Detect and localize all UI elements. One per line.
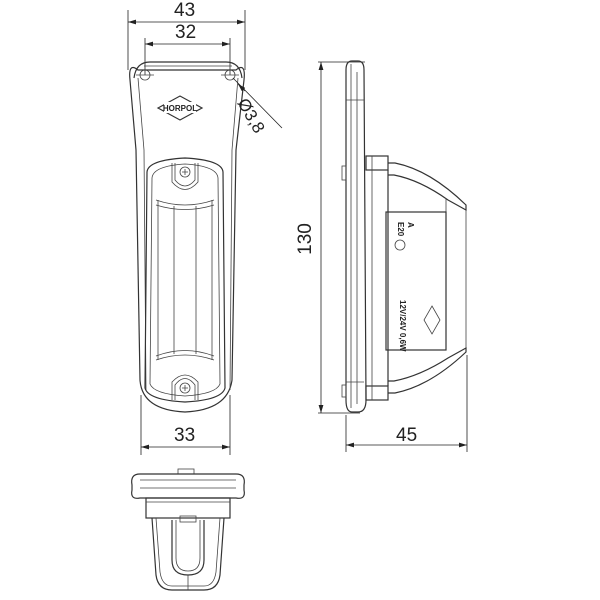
bottom-view xyxy=(131,468,245,591)
svg-text:E20: E20 xyxy=(396,222,405,237)
front-view: HORPOL xyxy=(127,10,283,455)
side-view: E20 A 12V/24V 0,6W xyxy=(318,60,468,452)
logo-text: HORPOL xyxy=(163,104,197,113)
dimension-130-label: 130 xyxy=(294,223,316,255)
svg-text:A: A xyxy=(406,222,415,228)
dimension-32-label: 32 xyxy=(175,22,197,43)
dimension-33-label: 33 xyxy=(174,425,196,446)
svg-text:12V/24V 0,6W: 12V/24V 0,6W xyxy=(398,300,407,352)
dimension-45-label: 45 xyxy=(396,425,418,446)
approval-marking: E20 A 12V/24V 0,6W xyxy=(394,222,441,352)
horpol-logo: HORPOL xyxy=(156,95,204,121)
dimension-43-label: 43 xyxy=(174,0,196,21)
